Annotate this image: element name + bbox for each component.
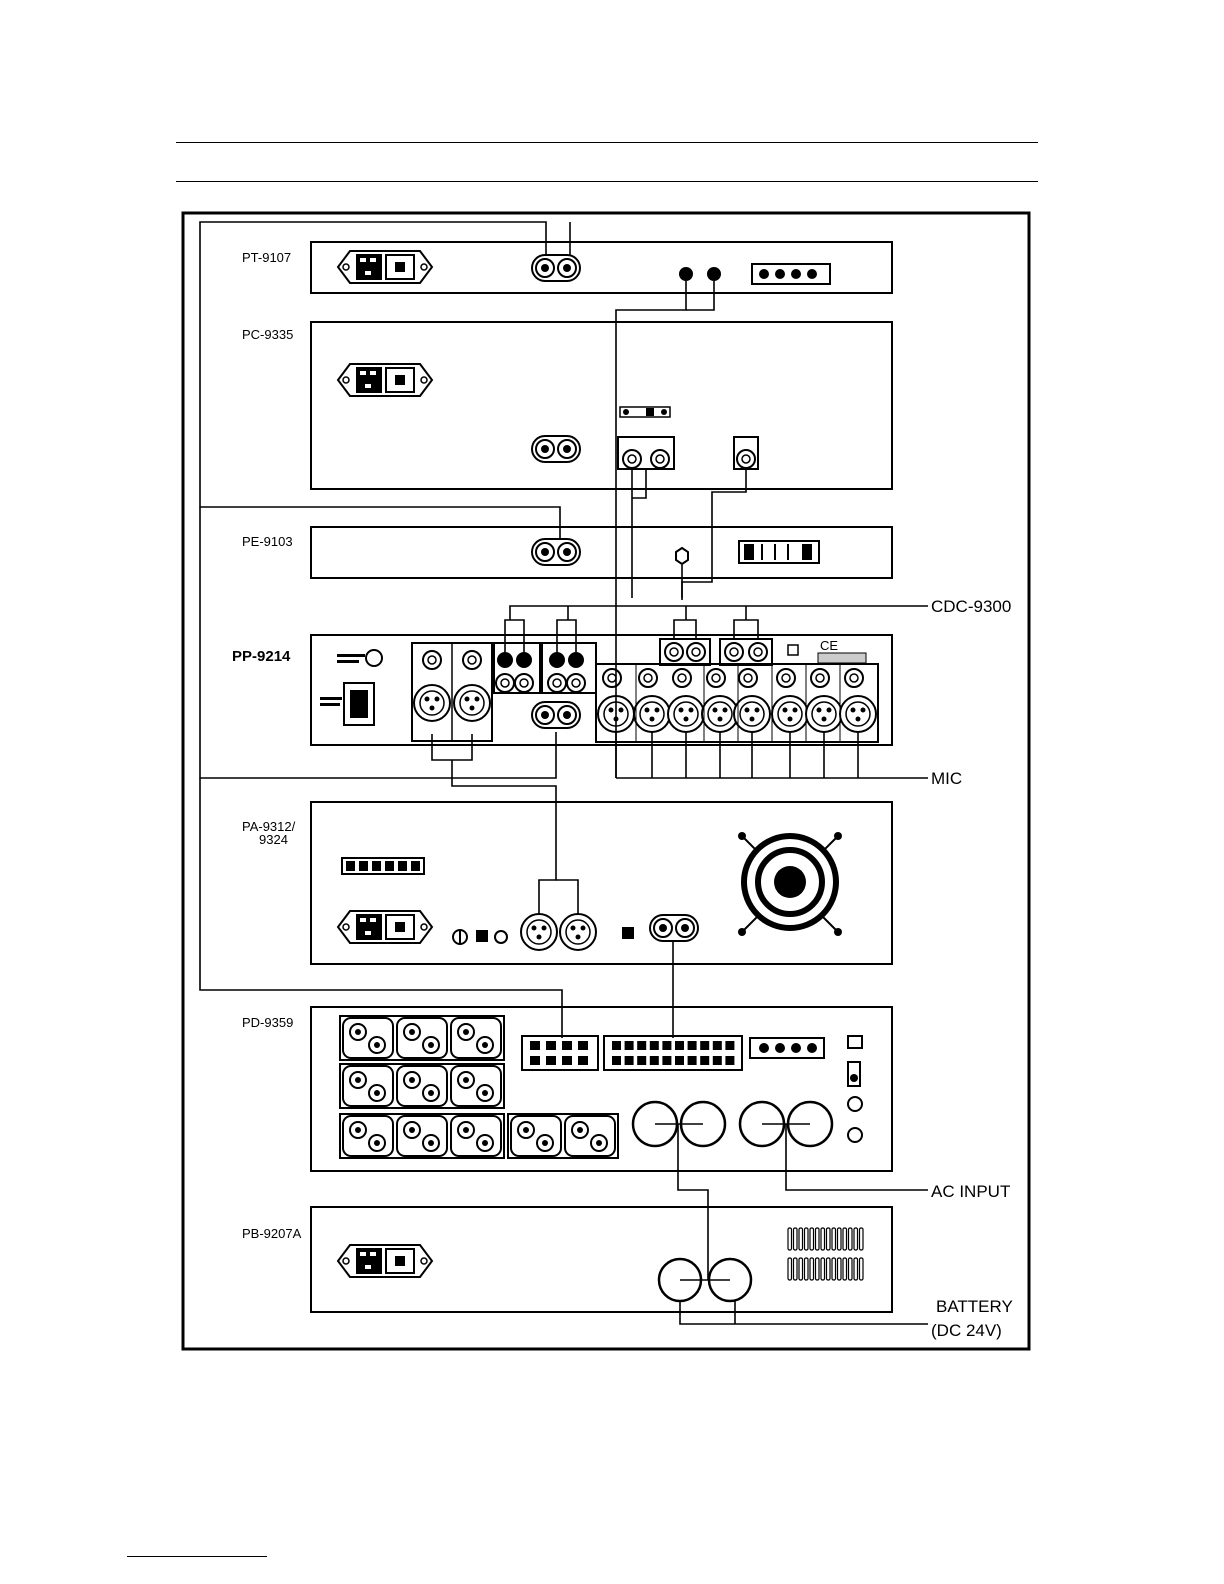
pp-mic-line-jack <box>777 669 795 687</box>
pa-switch <box>476 930 488 942</box>
pp-output-xlr <box>414 685 450 721</box>
pp-mic-line-jack <box>707 669 725 687</box>
pp-mic-line-jack <box>673 669 691 687</box>
pb-ac-inlet <box>338 1245 432 1277</box>
pp-mic-xlr <box>772 696 808 732</box>
pp-mic-xlr <box>806 696 842 732</box>
pd-speaker-outlet <box>451 1018 501 1058</box>
pd-speaker-outlet <box>511 1116 561 1156</box>
pp-mic-line-jack <box>845 669 863 687</box>
pc-ac-inlet <box>338 364 432 396</box>
pp-mic-xlr <box>840 696 876 732</box>
pc-rca-output <box>532 436 580 462</box>
pt-antenna-terminal <box>679 267 693 281</box>
pe-rca <box>532 539 580 565</box>
pa-rca <box>650 915 698 941</box>
pp-output-xlr <box>454 685 490 721</box>
unit-pd-9359: PD-9359 <box>242 1007 892 1171</box>
pp-mic-line-jack <box>603 669 621 687</box>
pd-speaker-outlet <box>397 1116 447 1156</box>
unit-label-pp: PP-9214 <box>232 648 291 665</box>
outer-frame <box>183 213 1029 1349</box>
pp-mic-line-jack <box>639 669 657 687</box>
label-mic: MIC <box>931 769 962 788</box>
unit-pe-9103: PE-9103 <box>242 527 892 578</box>
pa-switch <box>622 927 634 939</box>
unit-label-pc: PC-9335 <box>242 327 293 342</box>
unit-label-pb: PB-9207A <box>242 1226 302 1241</box>
pd-fuse <box>848 1128 862 1142</box>
pp-ce-mark: CE <box>820 638 838 653</box>
unit-label-pe: PE-9103 <box>242 534 293 549</box>
label-battery-voltage: (DC 24V) <box>931 1321 1002 1340</box>
unit-pt-9107: PT-9107 <box>242 242 892 293</box>
pp-rec-output <box>532 702 580 728</box>
label-battery: BATTERY <box>936 1297 1013 1316</box>
pd-speaker-outlet <box>397 1018 447 1058</box>
pa-input-xlr <box>521 914 557 950</box>
unit-pp-9214: PP-9214 CE <box>232 635 892 745</box>
pp-fuse <box>366 650 382 666</box>
pp-mic-xlr <box>702 696 738 732</box>
unit-label-pa-line2: 9324 <box>259 832 288 847</box>
pd-speaker-outlet <box>343 1116 393 1156</box>
pa-cooling-fan <box>738 832 842 936</box>
pc-panel <box>311 322 892 489</box>
pp-mic-line-jack <box>739 669 757 687</box>
pd-speaker-outlet <box>343 1066 393 1106</box>
pd-speaker-outlet <box>565 1116 615 1156</box>
unit-pc-9335: PC-9335 <box>242 322 892 489</box>
pa-input-xlr <box>560 914 596 950</box>
pp-mic-line-jack <box>811 669 829 687</box>
pp-panel <box>311 635 892 745</box>
pd-speaker-outlet <box>343 1018 393 1058</box>
pp-mic-xlr <box>668 696 704 732</box>
pd-indicator <box>848 1036 862 1048</box>
pt-ac-inlet <box>338 251 432 283</box>
pa-ac-inlet <box>338 911 432 943</box>
pd-speaker-outlet <box>397 1066 447 1106</box>
pd-speaker-outlet <box>451 1116 501 1156</box>
label-ac-input: AC INPUT <box>931 1182 1010 1201</box>
pt-antenna-terminal <box>707 267 721 281</box>
pp-mic-xlr <box>634 696 670 732</box>
pd-fuse <box>848 1097 862 1111</box>
unit-pa-9312: PA-9312/ 9324 <box>242 802 892 964</box>
unit-pb-9207a: PB-9207A <box>242 1207 892 1312</box>
pe-antenna-connector <box>676 548 688 564</box>
label-cdc-9300: CDC-9300 <box>931 597 1011 616</box>
unit-label-pt: PT-9107 <box>242 250 291 265</box>
pp-mic-xlr <box>734 696 770 732</box>
pb-ventilation-slots <box>788 1228 863 1280</box>
pd-speaker-outlet <box>451 1066 501 1106</box>
unit-label-pd: PD-9359 <box>242 1015 293 1030</box>
pt-rca-output <box>532 255 580 281</box>
